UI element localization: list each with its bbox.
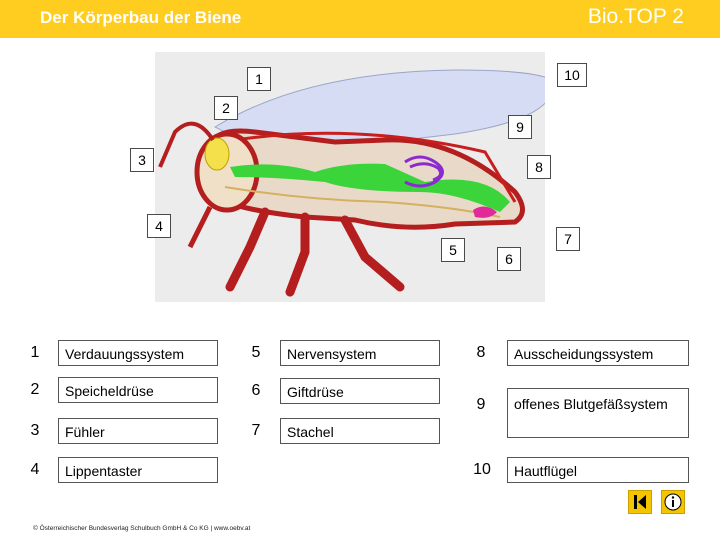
legend-num-10: 10 — [468, 457, 496, 483]
bee-drawing — [158, 69, 558, 297]
salivary-gland-shape — [204, 137, 230, 171]
proboscis-shape — [187, 205, 213, 249]
excretory-system-shape — [404, 155, 444, 188]
legend-num-9: 9 — [468, 392, 494, 418]
header-bar: Der Körperbau der Biene Bio.TOP 2 — [0, 0, 720, 38]
label-6: 6 — [497, 247, 521, 271]
legend-text-2: Speicheldrüse — [58, 377, 218, 403]
venom-gland-shape — [473, 206, 497, 218]
legend-num-5: 5 — [243, 340, 269, 366]
antenna-shape — [158, 121, 215, 168]
legend-num-6: 6 — [243, 378, 269, 404]
legend-num-8: 8 — [468, 340, 494, 366]
label-2: 2 — [214, 96, 238, 120]
legend-text-1: Verdauungssystem — [58, 340, 218, 366]
legend-text-5: Nervensystem — [280, 340, 440, 366]
legend-num-4: 4 — [22, 457, 48, 483]
label-3: 3 — [130, 148, 154, 172]
legend-text-10: Hautflügel — [507, 457, 689, 483]
legend-text-7: Stachel — [280, 418, 440, 444]
legend-num-2: 2 — [22, 377, 48, 403]
label-4: 4 — [147, 214, 171, 238]
nerve-cord-shape — [224, 186, 501, 218]
bee-illustration — [155, 52, 558, 302]
legs-shape — [225, 207, 405, 297]
label-10: 10 — [557, 63, 587, 87]
copyright-footer: © Österreichischer Bundesverlag Schulbuc… — [33, 525, 251, 532]
label-1: 1 — [247, 67, 271, 91]
info-button[interactable] — [661, 490, 685, 514]
legend-text-3: Fühler — [58, 418, 218, 444]
legend-text-9: offenes Blutgefäßsystem — [507, 388, 689, 438]
legend-num-3: 3 — [22, 418, 48, 444]
brand-label: Bio.TOP 2 — [587, 5, 684, 28]
legend-num-7: 7 — [243, 418, 269, 444]
skip-back-button[interactable] — [628, 490, 652, 514]
label-8: 8 — [527, 155, 551, 179]
label-7: 7 — [556, 227, 580, 251]
blood-vessel-shape — [234, 131, 517, 203]
digestive-tract-shape — [230, 163, 510, 212]
legend-num-1: 1 — [22, 340, 48, 366]
legend-text-6: Giftdrüse — [280, 378, 440, 404]
info-icon — [664, 493, 682, 511]
label-9: 9 — [508, 115, 532, 139]
legend-text-4: Lippentaster — [58, 457, 218, 483]
legend-text-8: Ausscheidungssystem — [507, 340, 689, 366]
skip-back-icon — [634, 495, 646, 509]
page-title: Der Körperbau der Biene — [40, 8, 242, 27]
label-5: 5 — [441, 238, 465, 262]
